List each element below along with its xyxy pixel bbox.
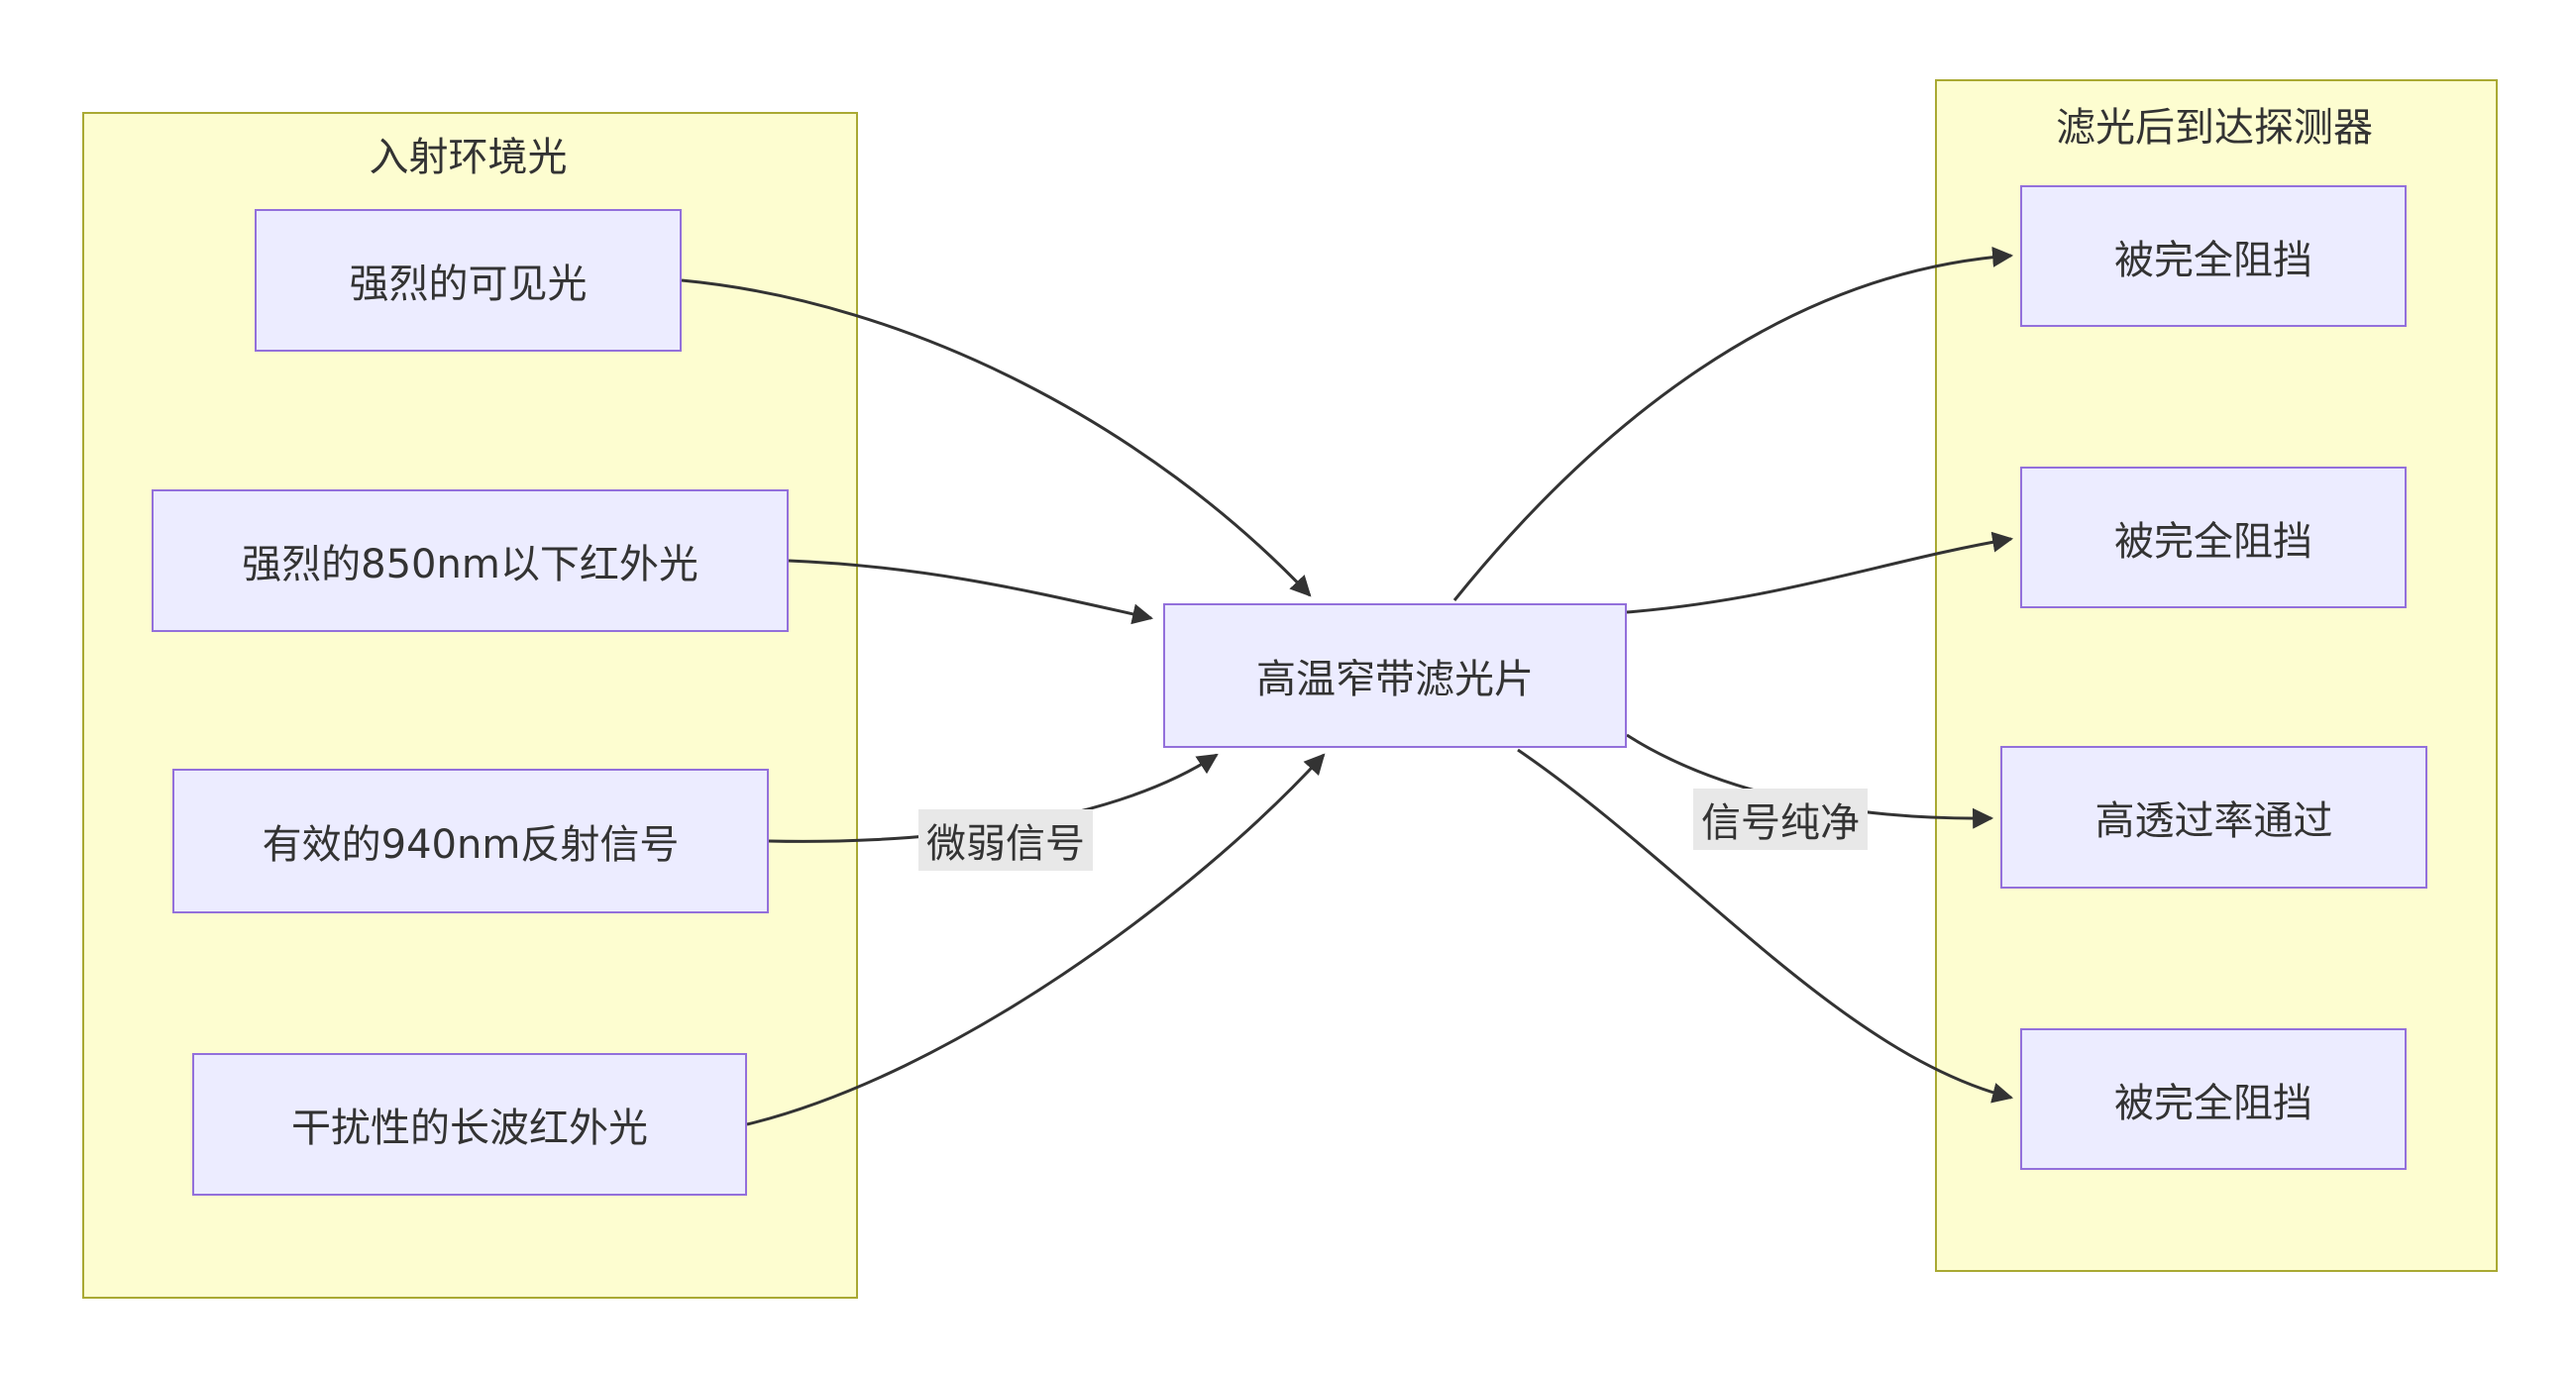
node-longwave-ir: 干扰性的长波红外光 <box>192 1053 747 1196</box>
node-visible-light: 强烈的可见光 <box>255 209 682 352</box>
edge-label-weak-signal: 微弱信号 <box>918 809 1093 871</box>
node-blocked-1: 被完全阻挡 <box>2020 185 2407 327</box>
cluster-incident-light-title: 入射环境光 <box>369 135 568 180</box>
node-ir-below-850nm: 强烈的850nm以下红外光 <box>152 489 789 632</box>
cluster-detector-title: 滤光后到达探测器 <box>2056 105 2373 151</box>
node-blocked-3: 被完全阻挡 <box>2020 1028 2407 1170</box>
edge-label-pure-signal: 信号纯净 <box>1693 789 1868 850</box>
node-narrowband-filter: 高温窄带滤光片 <box>1163 603 1627 748</box>
node-blocked-2: 被完全阻挡 <box>2020 467 2407 608</box>
edge-filter-to-blocked1 <box>1452 246 2014 601</box>
node-high-transmittance: 高透过率通过 <box>2000 746 2427 889</box>
node-940nm-signal: 有效的940nm反射信号 <box>172 769 769 913</box>
